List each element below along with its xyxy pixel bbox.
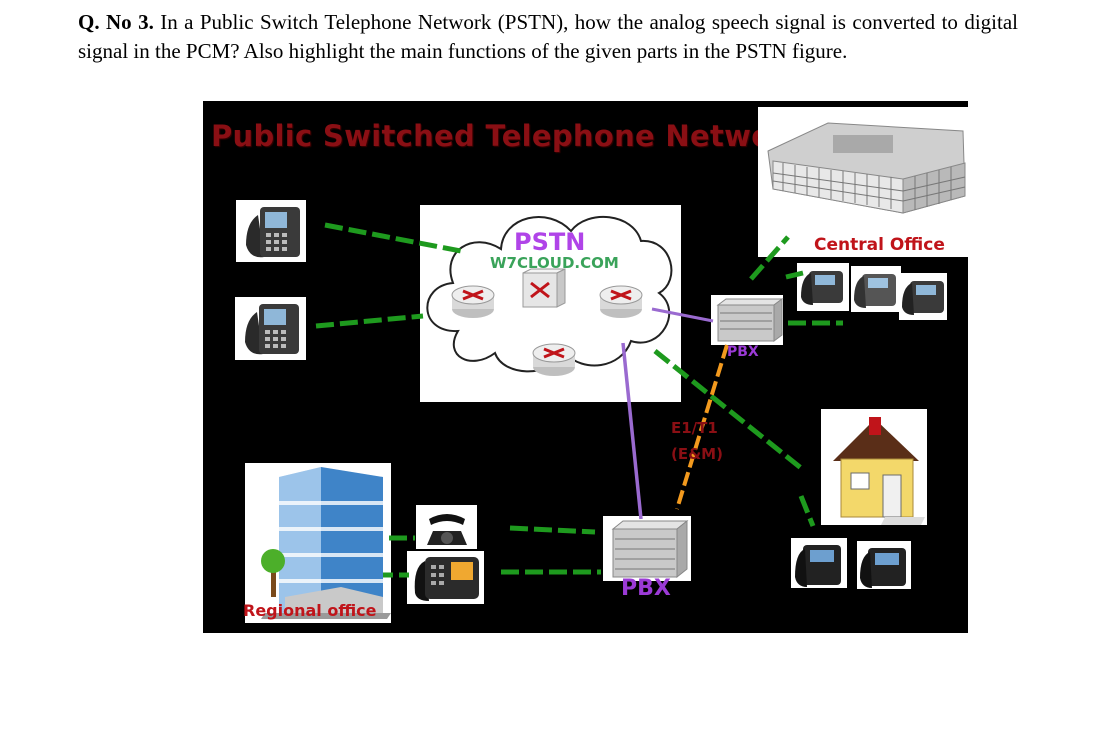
switch-icon: [522, 268, 566, 308]
tree-icon: [261, 549, 285, 597]
server-rack-icon: [716, 298, 784, 342]
server-rack-icon: [611, 519, 689, 579]
rotary-phone-icon: [427, 514, 467, 545]
video-phone-icon: [414, 557, 479, 601]
central-office-building-icon: [767, 122, 966, 214]
central-office-label: Central Office: [814, 235, 945, 255]
router-icon: [532, 343, 576, 376]
router-icon: [451, 285, 495, 318]
pstn-pbx-link: [651, 307, 714, 323]
desk-phone-icon: [795, 545, 841, 587]
diagram-drawing: [245, 122, 966, 619]
desk-phone-icon: [854, 274, 896, 308]
pstn-pbx-bottom-link: [621, 342, 643, 520]
trunk-label-em: (E&M): [671, 445, 723, 463]
desk-phone-icon: [860, 548, 906, 588]
house-icon: [833, 417, 925, 525]
building-icon: [261, 467, 391, 619]
trunk-label-e1t1: E1/T1: [671, 419, 718, 437]
pstn-cloud-label: PSTN: [514, 228, 586, 256]
e1-t1-trunk: [675, 344, 729, 510]
desk-phone-icon: [902, 281, 944, 315]
question-number: Q. No 3.: [78, 10, 154, 34]
desk-phone-icon: [801, 271, 843, 305]
diagram-title: Public Switched Telephone Network: [211, 119, 806, 153]
pbx-bottom-label: PBX: [621, 576, 671, 601]
desk-phone-icon: [245, 304, 299, 355]
router-icon: [599, 285, 643, 318]
pstn-diagram: Public Switched Telephone Network: [203, 101, 968, 633]
question-body: In a Public Switch Telephone Network (PS…: [78, 10, 1018, 63]
pbx-top-label: PBX: [727, 344, 759, 360]
dashed-links: [315, 222, 843, 578]
watermark-label: W7CLOUD.COM: [490, 254, 619, 272]
question-text: Q. No 3. In a Public Switch Telephone Ne…: [78, 8, 1018, 66]
regional-office-label: Regional office: [243, 601, 377, 620]
desk-phone-icon: [246, 207, 300, 258]
